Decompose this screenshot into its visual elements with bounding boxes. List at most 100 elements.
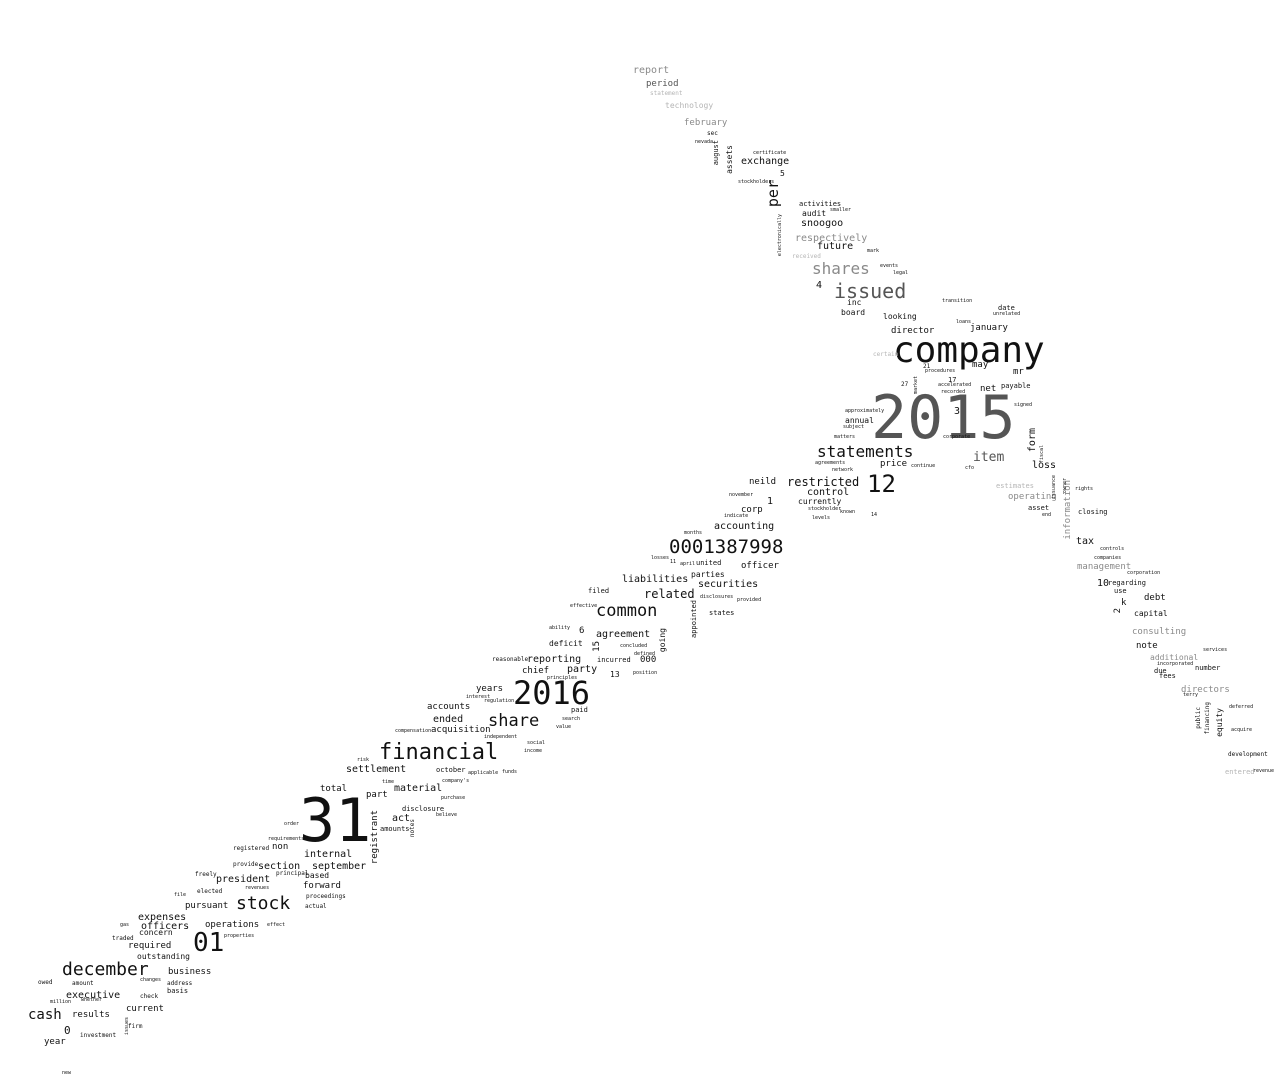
word-cloud-word: 5 [780,169,785,178]
word-cloud-word: looking [883,312,917,321]
word-cloud-word: notes [409,819,416,838]
word-cloud-word: defined [634,651,656,657]
word-cloud-word: 4 [816,280,823,291]
word-cloud-word: parties [691,570,725,579]
word-cloud-word: net [980,384,997,394]
word-cloud-word: 1 [767,496,774,507]
word-cloud-word: non [272,842,289,852]
word-cloud-word: transition [942,298,973,304]
word-cloud-word: expenses [138,912,187,923]
word-cloud-word: deferred [1229,704,1254,710]
word-cloud-word: acquire [1231,727,1253,733]
word-cloud-word: tax [1076,536,1095,547]
word-cloud-word: stockholder [808,506,842,512]
word-cloud-word: future [817,241,854,252]
word-cloud-word: order [284,821,300,827]
word-cloud-word: issued [834,279,907,303]
word-cloud-word: mark [867,248,880,254]
word-cloud-word: accounting [714,521,775,532]
word-cloud-word: electronically [777,214,783,257]
word-cloud-word: closing [1078,508,1108,516]
word-cloud-word: known [840,509,856,515]
word-cloud-word: cfo [965,465,975,471]
word-cloud-word: share [488,711,540,731]
word-cloud-word: paid [571,706,588,714]
word-cloud-word: form [1027,428,1038,453]
word-cloud-word: consulting [1132,627,1187,637]
word-cloud-word: investment [80,1032,117,1039]
word-cloud-word: assets [725,145,734,174]
word-cloud-word: certain [873,351,899,358]
word-cloud-word: due [1154,667,1167,675]
word-cloud-word: reporting [527,654,582,665]
word-cloud-word: results [72,1010,110,1020]
word-cloud-word: reasonable [492,656,529,663]
word-cloud-word: independent [484,734,518,740]
word-cloud-word: cash [28,1007,62,1023]
word-cloud-word: 15 [592,641,602,652]
word-cloud-word: continue [911,463,936,469]
word-cloud-word: corporate [943,434,971,440]
word-cloud-word: matters [834,434,856,440]
word-cloud-word: exchange [741,156,790,167]
word-cloud-word: revenues [245,885,270,891]
word-cloud-word: board [841,308,866,317]
word-cloud-word: party [567,664,598,675]
word-cloud-word: corp [741,505,763,515]
word-cloud-word: owed [38,979,53,986]
word-cloud-word: debt [1144,593,1166,603]
word-cloud-word: address [167,980,193,987]
word-cloud-word: appointed [690,600,698,638]
word-cloud-word: accounts [427,702,471,712]
word-cloud-word: principles [547,675,578,681]
word-cloud-word: respectively [795,233,868,244]
word-cloud-word: months [684,530,703,536]
word-cloud-word: provide [233,861,259,868]
word-cloud-word: freely [195,871,217,878]
word-cloud-word: filed [588,587,610,595]
word-cloud-word: revenue [1253,768,1275,774]
word-cloud-word: interest [466,694,491,700]
word-cloud-word: indicate [724,513,749,519]
word-cloud-word: 13 [610,670,620,679]
word-cloud-word: activities [799,200,842,208]
word-cloud-word: internal [304,849,353,860]
word-cloud-word: concern [139,928,173,937]
word-cloud-word: procedures [925,368,956,374]
word-cloud-word: price [880,459,908,469]
word-cloud-word: end [1042,512,1052,518]
word-cloud-word: 31 [299,786,372,856]
word-cloud-word: statement [650,90,683,97]
word-cloud-word: directors [1181,685,1230,695]
word-cloud-word: whether [81,997,103,1003]
word-cloud-word: concluded [620,643,648,649]
word-cloud-word: smaller [830,207,852,213]
word-cloud-word: recorded [941,389,966,395]
word-cloud-word: registered [233,845,270,852]
word-cloud-word: payable [1001,382,1031,390]
word-cloud-word: basis [167,987,189,995]
word-cloud-word: april [680,561,696,567]
word-cloud-word: years [476,684,504,694]
word-cloud-word: requirements [268,836,305,842]
word-cloud-word: rights [1075,486,1094,492]
word-cloud-word: officer [741,561,779,571]
word-cloud-word: stockholders [738,179,775,185]
word-cloud-word: public [1195,707,1202,729]
word-cloud-word: position [633,670,658,676]
word-cloud-word: value [556,724,572,730]
word-cloud-word: common [596,601,658,621]
word-cloud-word: august [712,140,720,166]
word-cloud-word: settlement [346,764,407,775]
word-cloud-word: company's [442,778,470,784]
word-cloud-word: loans [956,319,972,325]
word-cloud-word: market [913,376,919,395]
word-cloud-word: legal [893,270,909,276]
word-cloud-word: terry [1183,692,1199,698]
word-cloud-word: fiscal [1039,445,1045,464]
word-cloud-word: incorporated [1157,661,1194,667]
word-cloud-word: technology [665,101,714,110]
word-cloud-word: date [998,304,1015,312]
word-cloud-word: acquisition [431,725,491,735]
word-cloud-word: purchase [441,795,466,801]
